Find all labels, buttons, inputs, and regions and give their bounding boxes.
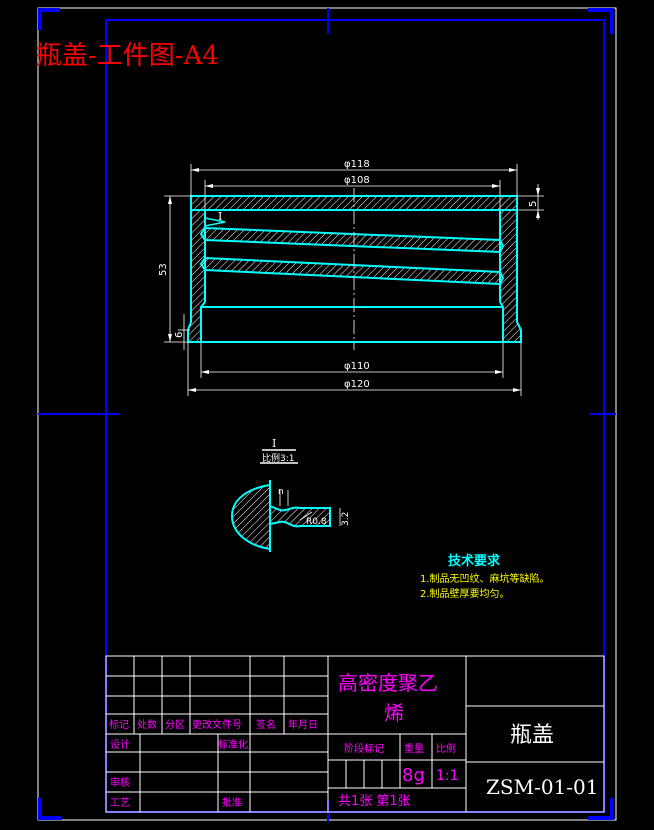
thread-1 <box>199 226 505 254</box>
detail-depth: 3.2 <box>341 512 351 526</box>
tb-label-mark: 标记 <box>109 719 129 731</box>
tb-label-date: 年月日 <box>288 718 318 731</box>
thread-start <box>204 217 226 227</box>
tech-item-1: 1.制品无凹纹、麻坑等缺陷。 <box>420 572 550 585</box>
material-line-2: 烯 <box>384 701 404 725</box>
sheet-count: 共1张 第1张 <box>338 794 411 809</box>
tb-label-standardize: 标准化 <box>218 738 248 751</box>
dimension-lines <box>164 164 544 396</box>
outer-frame <box>37 7 617 821</box>
detail-profile <box>230 483 331 551</box>
corner-mark-br <box>588 798 614 820</box>
tech-item-2: 2.制品壁厚要均匀。 <box>420 587 510 600</box>
corner-mark-tl <box>38 8 60 30</box>
title-block-labels: 标记 处数 分区 更改文件号 签名 年月日 设计 标准化 审核 工艺 批准 阶段… <box>109 718 456 809</box>
tb-label-approve: 批准 <box>222 796 242 809</box>
scale-value: 1:1 <box>436 768 459 784</box>
dim-h53: 53 <box>158 263 169 276</box>
corner-mark-bl <box>38 798 62 820</box>
page-title: 瓶盖-工件图-A4 <box>36 41 219 71</box>
main-section-view: I <box>187 188 522 350</box>
tb-label-review: 审核 <box>110 776 130 789</box>
material-line-1: 高密度聚乙 <box>338 671 438 695</box>
dim-d108: φ108 <box>344 175 370 186</box>
section-detail-marker: I <box>218 210 222 223</box>
part-name: 瓶盖 <box>510 723 554 748</box>
tb-label-design: 设计 <box>110 738 130 751</box>
title-block <box>105 655 605 813</box>
weight-value: 8g <box>402 765 425 786</box>
tech-title: 技术要求 <box>448 553 501 569</box>
detail-label: I <box>272 437 276 450</box>
tb-label-scale: 比例 <box>436 742 456 755</box>
dim-d110: φ110 <box>344 361 370 372</box>
dim-h6: 6 <box>174 332 185 338</box>
tb-label-stage-mark: 阶段标记 <box>344 742 384 755</box>
dim-d118: φ118 <box>344 159 370 170</box>
dim-h5: 5 <box>528 201 539 207</box>
tb-label-sign: 签名 <box>256 718 276 731</box>
drawing-number: ZSM-01-01 <box>486 775 599 799</box>
thread-2 <box>199 256 505 286</box>
tb-label-process: 工艺 <box>110 797 130 809</box>
tb-label-change-doc: 更改文件号 <box>192 718 242 731</box>
detail-radius: R0.8 <box>306 517 327 527</box>
detail-width: n <box>278 487 284 497</box>
tb-label-zone: 分区 <box>165 719 185 731</box>
tb-label-weight: 重量 <box>404 742 424 755</box>
detail-view: I 比例3:1 n R0.8 3.2 <box>230 437 351 552</box>
detail-scale: 比例3:1 <box>262 452 295 464</box>
tb-label-count: 处数 <box>137 718 157 731</box>
inner-bottom-step <box>200 301 504 342</box>
corner-mark-tr <box>588 8 614 34</box>
dim-d120: φ120 <box>344 379 370 390</box>
dimension-arrows <box>168 168 540 392</box>
